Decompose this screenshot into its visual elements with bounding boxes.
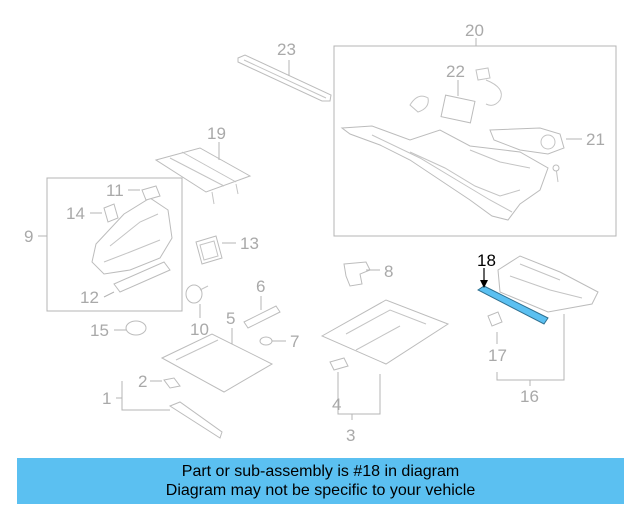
part-16-rear-panel[interactable]	[497, 255, 599, 313]
part-14-bracket[interactable]	[103, 203, 119, 223]
callout-8: 8	[384, 262, 393, 281]
part-21-latch[interactable]	[489, 127, 565, 183]
part-19-cover[interactable]	[154, 147, 252, 205]
callout-4: 4	[332, 395, 341, 414]
callout-12: 12	[80, 288, 99, 307]
banner-line-1: Part or sub-assembly is #18 in diagram	[181, 463, 460, 480]
part-10-hook[interactable]	[185, 284, 209, 304]
part-23-trim-strip[interactable]	[237, 54, 332, 102]
callout-18: 18	[477, 251, 496, 270]
exploded-parts-diagram: 23 20 22 21 19 9	[24, 21, 617, 445]
part-7-clip[interactable]	[259, 336, 273, 346]
part-13-cover[interactable]	[195, 235, 223, 265]
callout-17: 17	[488, 346, 507, 365]
part-9-side-trim[interactable]	[91, 197, 173, 275]
callout-9: 9	[24, 227, 33, 246]
callout-19: 19	[207, 124, 226, 143]
part-6-trim[interactable]	[243, 305, 281, 329]
callout-22: 22	[446, 62, 465, 81]
part-4-clip[interactable]	[329, 357, 349, 371]
callout-15: 15	[90, 321, 109, 340]
callout-7: 7	[290, 332, 299, 351]
part-18-highlighted-strip[interactable]	[477, 285, 549, 325]
callout-2: 2	[138, 372, 147, 391]
group-box-9	[46, 177, 183, 312]
part-15-knob[interactable]	[125, 320, 147, 336]
callout-6: 6	[256, 277, 265, 296]
part-3-cargo-floor[interactable]	[320, 299, 450, 365]
callout-11: 11	[106, 181, 124, 200]
part-8-bracket[interactable]	[343, 261, 371, 287]
banner-line-2: Diagram may not be specific to your vehi…	[165, 482, 476, 499]
part-2-tab[interactable]	[163, 377, 181, 389]
group-box-20	[333, 45, 617, 237]
part-11-clip[interactable]	[141, 185, 161, 201]
callout-13: 13	[240, 234, 259, 253]
callout-20: 20	[465, 21, 484, 40]
part-1-trim[interactable]	[168, 401, 223, 439]
info-banner: Part or sub-assembly is #18 in diagram D…	[17, 458, 624, 504]
part-22-module[interactable]	[409, 67, 502, 124]
callout-10: 10	[190, 320, 209, 339]
callout-3: 3	[346, 426, 355, 445]
callout-23: 23	[277, 40, 296, 59]
callout-14: 14	[66, 204, 85, 223]
callout-5: 5	[226, 309, 235, 328]
part-17-clip[interactable]	[487, 311, 503, 327]
callout-1: 1	[102, 389, 111, 408]
part-5-floor-panel[interactable]	[160, 333, 274, 393]
callout-16: 16	[520, 387, 539, 406]
part-12-panel[interactable]	[113, 261, 171, 293]
part-20-glove-box[interactable]	[340, 125, 549, 221]
callout-21: 21	[586, 130, 605, 149]
